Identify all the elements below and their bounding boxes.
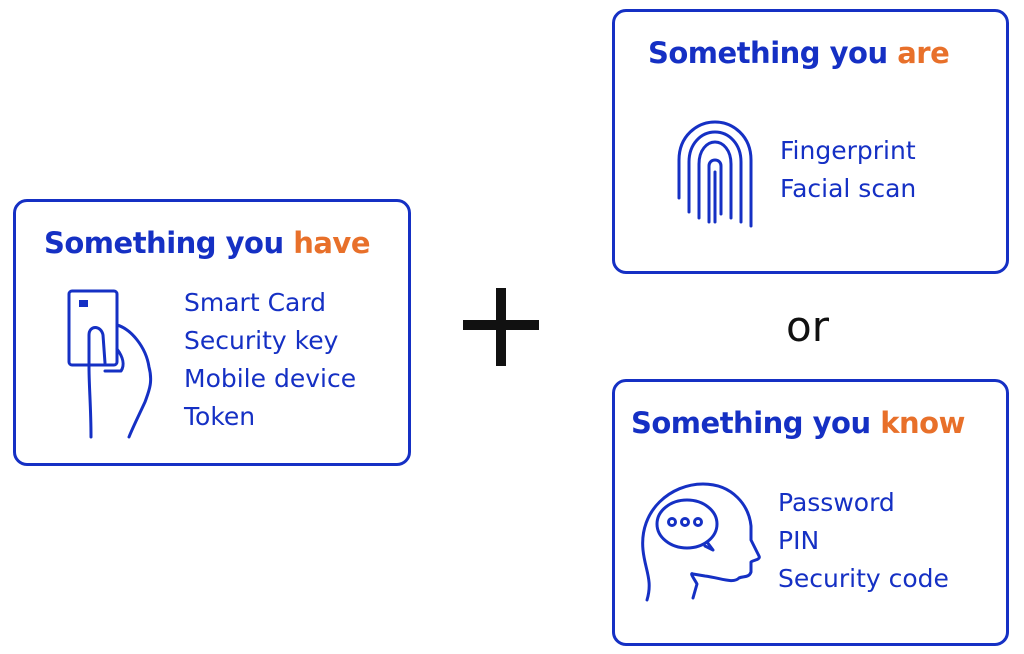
or-operator: or	[786, 302, 829, 351]
factor-card-are: Something you are Fingerprint Facial sca…	[612, 9, 1009, 274]
factor-item: PIN	[778, 526, 820, 555]
factor-items: Smart Card Security key Mobile device To…	[184, 284, 356, 436]
title-prefix: Something you	[631, 406, 881, 440]
factor-item: Facial scan	[780, 174, 917, 203]
hand-holding-card-icon	[67, 289, 153, 439]
title-accent: are	[897, 36, 950, 70]
plus-vertical-bar	[496, 288, 506, 366]
title-accent: have	[293, 226, 371, 260]
factor-items: Fingerprint Facial scan	[780, 132, 916, 208]
factor-item: Smart Card	[184, 288, 327, 317]
factor-item: Token	[184, 402, 256, 431]
factor-items: Password PIN Security code	[778, 484, 949, 598]
card-title: Something you have	[44, 226, 371, 260]
factor-item: Security code	[778, 564, 949, 593]
fingerprint-icon	[677, 120, 753, 228]
title-accent: know	[880, 406, 965, 440]
factor-item: Password	[778, 488, 895, 517]
factor-card-have: Something you have Smart Card Security k…	[13, 199, 411, 466]
factor-item: Fingerprint	[780, 136, 916, 165]
factor-item: Mobile device	[184, 364, 357, 393]
head-speech-bubble-icon	[641, 482, 761, 602]
title-prefix: Something you	[44, 226, 294, 260]
card-title: Something you are	[648, 36, 950, 70]
plus-operator-icon	[463, 288, 539, 366]
title-prefix: Something you	[648, 36, 898, 70]
factor-card-know: Something you know Password PIN Security…	[612, 379, 1009, 646]
card-title: Something you know	[631, 406, 965, 440]
factor-item: Security key	[184, 326, 339, 355]
